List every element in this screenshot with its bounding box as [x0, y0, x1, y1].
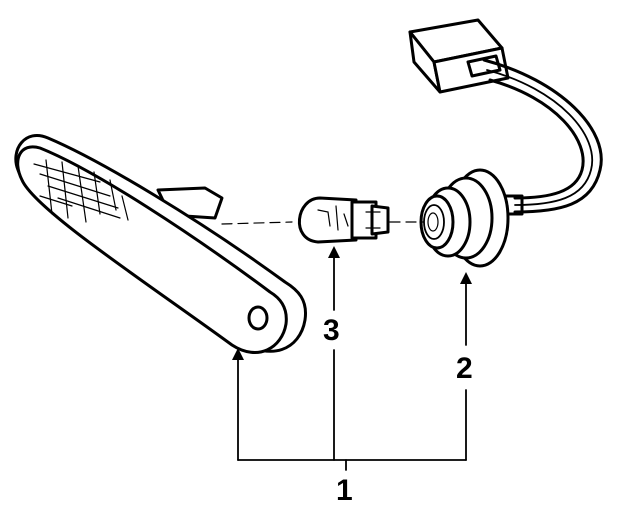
- callout-part-2: 2: [456, 352, 473, 385]
- callout-part-1: 1: [336, 474, 353, 507]
- bulb-socket: [419, 168, 524, 268]
- wiring-harness: [482, 58, 603, 214]
- leader-lines: [232, 246, 472, 471]
- assembly-centerline-left: [221, 221, 293, 225]
- wedge-bulb: [298, 196, 390, 244]
- side-marker-lamp: [14, 134, 308, 354]
- callout-part-3: 3: [323, 314, 340, 347]
